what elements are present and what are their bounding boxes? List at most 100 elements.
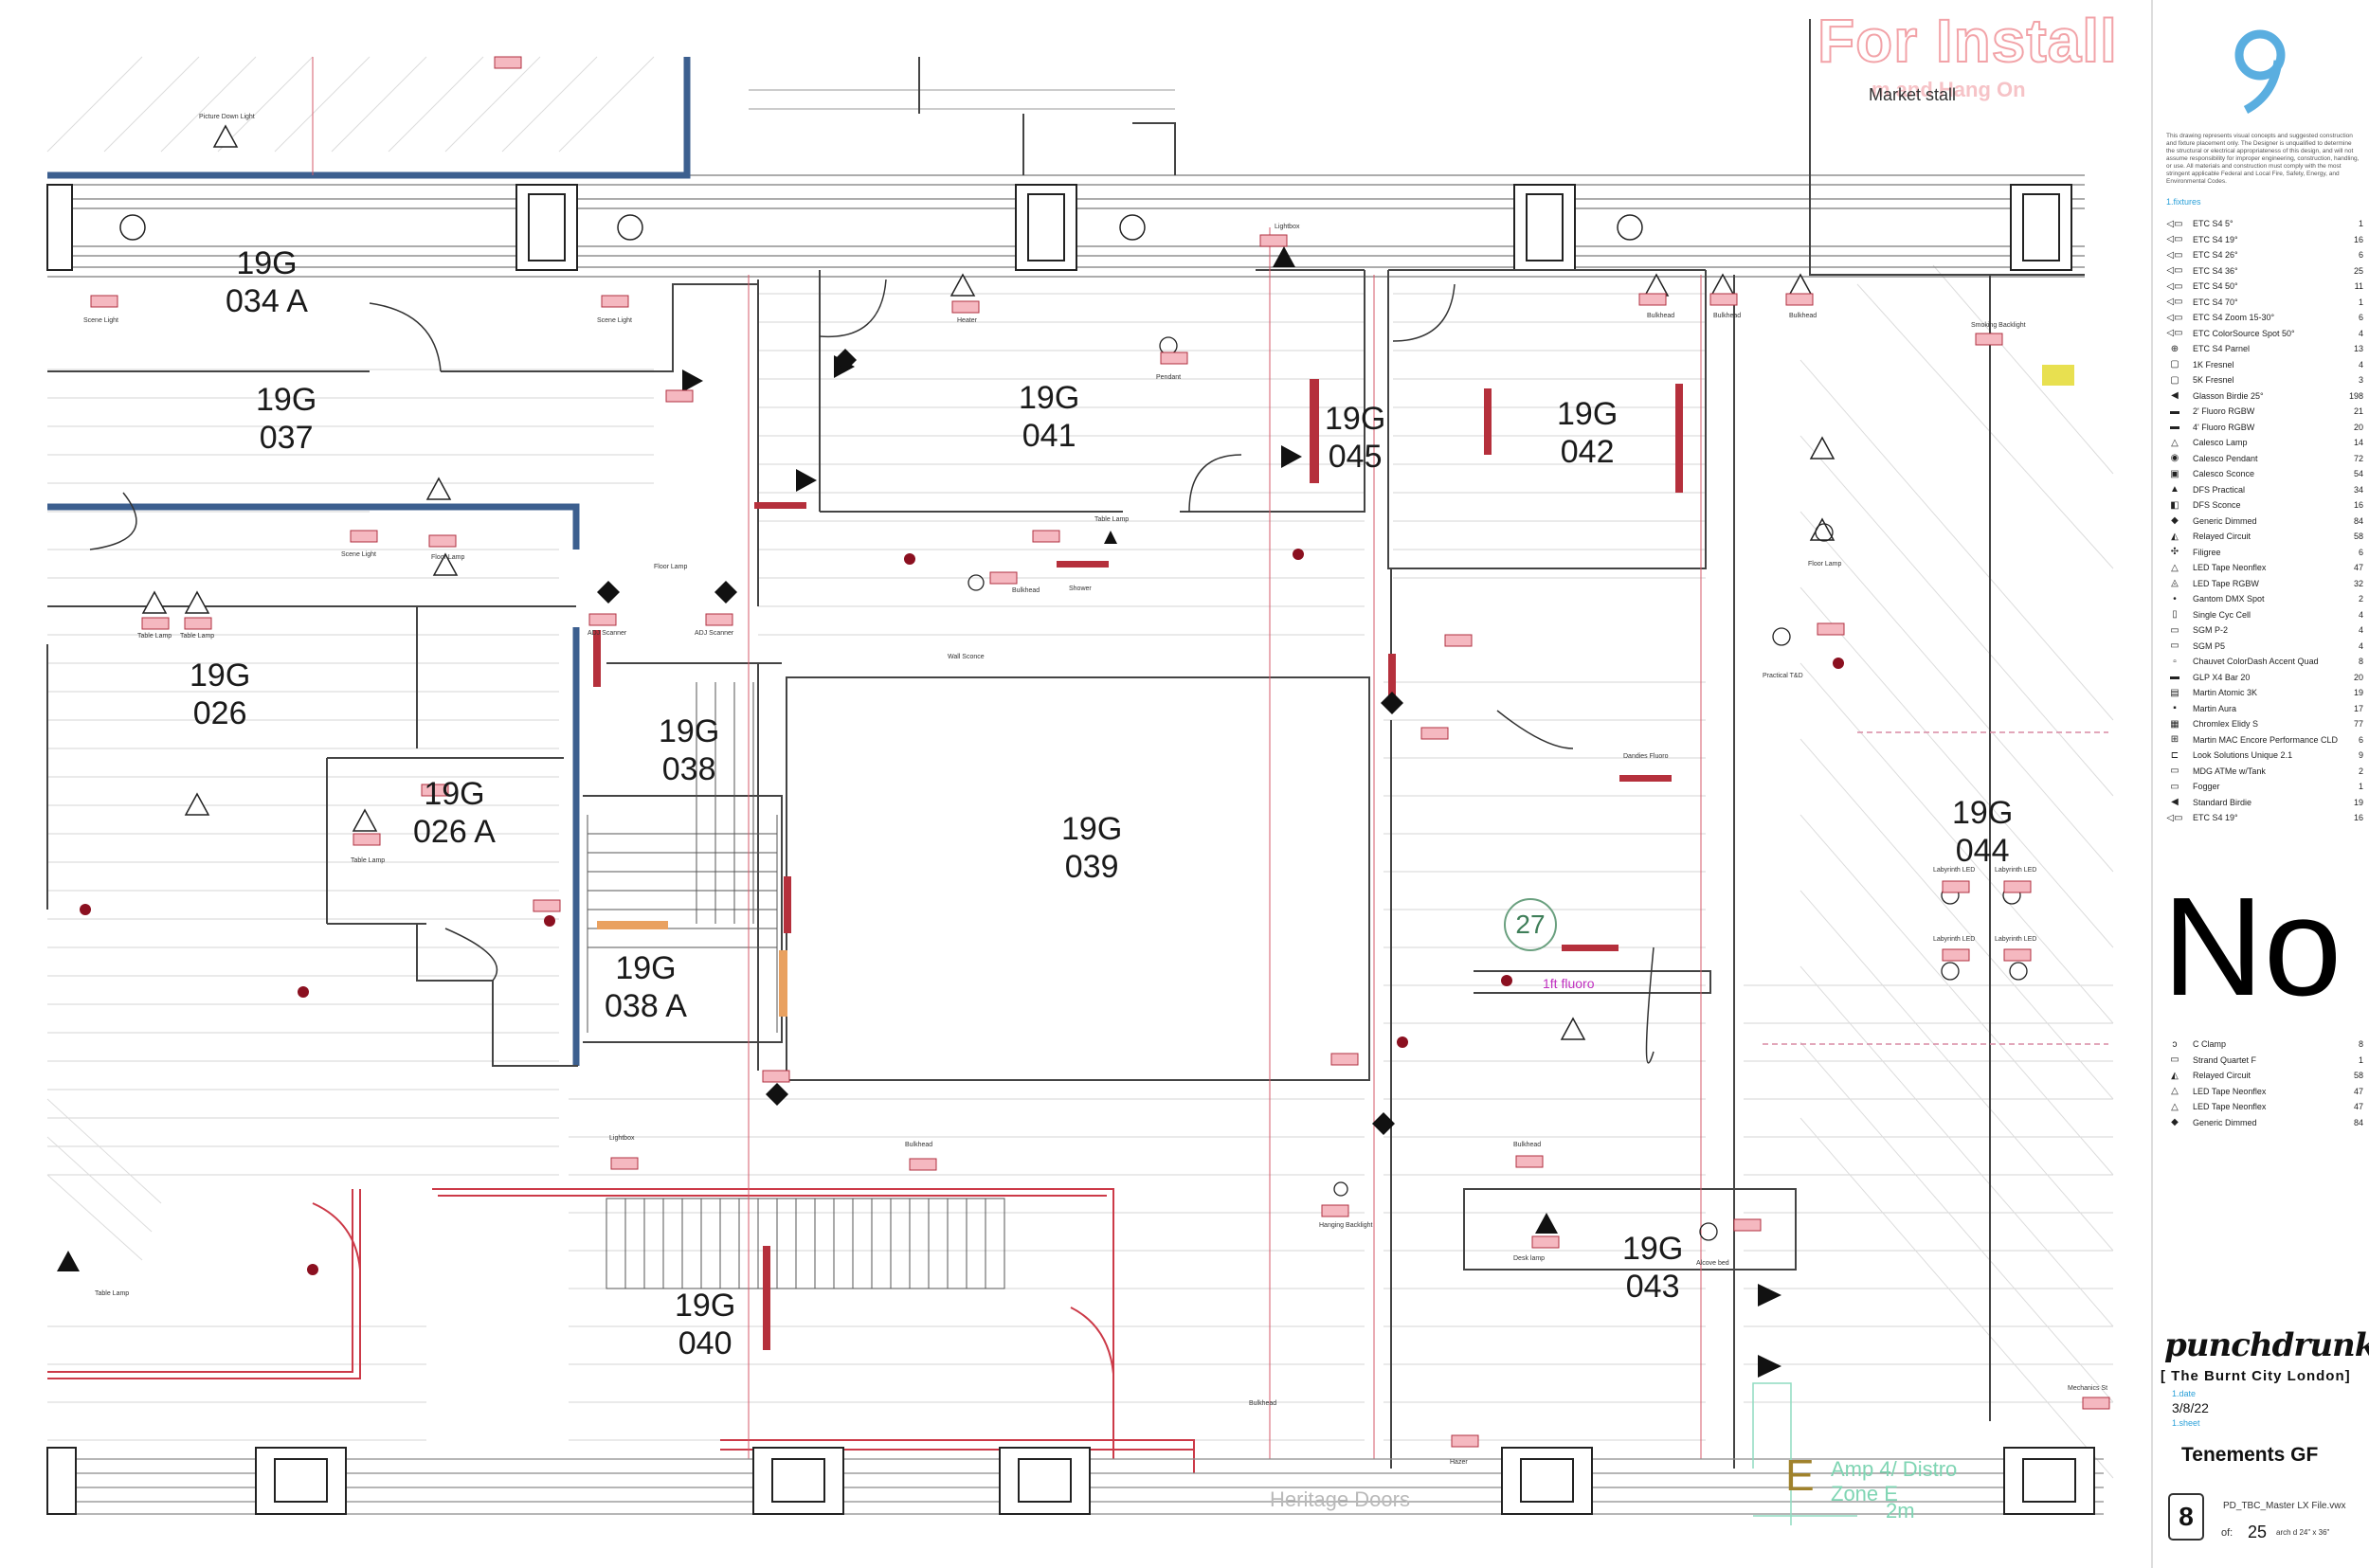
install-subtitle: m and Hang On <box>1872 78 2026 101</box>
legend-count: 77 <box>2353 719 2363 730</box>
fixture-tag: Bulkhead <box>905 1142 933 1148</box>
sheet-title: Tenements GF <box>2181 1444 2319 1466</box>
fixture-tag: ADJ Scanner <box>695 630 734 637</box>
fixture-symbols <box>57 56 2110 1448</box>
legend-label: Generic Dimmed <box>2193 515 2257 526</box>
legend-count: 32 <box>2353 578 2363 588</box>
generic-dimmed-icon: ◆ <box>2171 515 2179 527</box>
mdg-icon: ▭ <box>2170 766 2179 777</box>
fixture-tag: ADJ Scanner <box>588 630 627 637</box>
plan-drawing <box>46 19 2114 1525</box>
legend-count: 13 <box>2353 344 2363 354</box>
legend-label: ETC S4 50° <box>2193 281 2238 292</box>
legend-count: 54 <box>2353 469 2363 479</box>
paper-size: arch d 24" x 36" <box>2276 1528 2330 1537</box>
legend-count: 25 <box>2353 265 2363 276</box>
legend-label: Fogger <box>2193 782 2220 792</box>
strand-quartet-icon: ▭ <box>2170 1054 2179 1066</box>
sheet-total: 25 <box>2248 1523 2268 1541</box>
room-walls <box>46 19 2085 1469</box>
etc-s4-icon: ◁▭ <box>2166 297 2183 308</box>
floor-hatch <box>47 293 2113 1441</box>
legend-count: 16 <box>2353 234 2363 244</box>
filigree-icon: ✣ <box>2170 547 2179 558</box>
fixture-tag: Bulkhead <box>1513 1142 1542 1148</box>
fixture-tag: Lightbox <box>609 1135 635 1142</box>
fresnel-icon: ▢ <box>2170 359 2179 370</box>
etc-s4-icon: ◁▭ <box>2166 280 2183 292</box>
fixture-tag: Table Lamp <box>351 857 386 864</box>
legend-count: 11 <box>2354 281 2363 292</box>
legend-count: 2 <box>2358 594 2363 604</box>
legend-row: ◁▭ETC S4 5°1 <box>2162 216 2363 232</box>
standard-birdie-icon: ◀ <box>2171 797 2179 808</box>
fixture-tag: Heater <box>957 317 978 324</box>
market-stall-label: Market stall <box>1869 85 1957 104</box>
legend-count: 19 <box>2353 797 2363 807</box>
heritage-doors-label: Heritage Doors <box>1270 1487 1410 1511</box>
legend-label: Glasson Birdie 25° <box>2193 390 2264 401</box>
fixture-tag: Floor Lamp <box>654 564 688 570</box>
calesco-pendant-icon: ◉ <box>2170 453 2179 464</box>
legend-label: Calesco Pendant <box>2193 453 2258 463</box>
legend-count: 16 <box>2353 813 2363 823</box>
file-name: PD_TBC_Master LX File.vwx <box>2223 1501 2346 1511</box>
dfs-sconce-icon: ◧ <box>2170 499 2179 511</box>
elidy-icon: ▦ <box>2170 718 2179 730</box>
legend-label: Standard Birdie <box>2193 797 2252 807</box>
legend-label: Relayed Circuit <box>2193 532 2251 542</box>
legend-label: ETC S4 Zoom 15-30° <box>2193 313 2275 323</box>
disclaimer-text: This drawing represents visual concepts … <box>2166 133 2360 185</box>
legend-count: 4 <box>2358 625 2363 636</box>
legend-label: Relayed Circuit <box>2193 1071 2251 1081</box>
legend-label: ETC S4 70° <box>2193 297 2238 307</box>
of-label: of: <box>2221 1527 2233 1539</box>
legend-count: 47 <box>2353 1102 2363 1112</box>
legend-count: 20 <box>2353 672 2363 682</box>
fixture-tag: Wall Sconce <box>948 654 985 660</box>
legend-label: ETC ColorSource Spot 50° <box>2193 328 2295 338</box>
legend-label: Martin Atomic 3K <box>2193 688 2258 698</box>
fixtures-section-label: 1.fixtures <box>2166 197 2201 207</box>
legend-count: 6 <box>2358 547 2363 557</box>
legend-count: 8 <box>2358 657 2363 667</box>
legend-count: 6 <box>2358 313 2363 323</box>
legend-count: 58 <box>2353 532 2363 542</box>
legend-label: 1K Fresnel <box>2193 359 2234 369</box>
designer-logo-icon <box>2234 29 2286 114</box>
big-no-stamp: No <box>2162 869 2342 1025</box>
legend-count: 8 <box>2358 1039 2363 1050</box>
fixture-tag: Labyrinth LED <box>1995 867 2037 874</box>
fluoro-tubes <box>593 365 2074 1350</box>
fixture-tag: Table Lamp <box>180 633 215 640</box>
legend-label: Calesco Sconce <box>2193 469 2255 479</box>
legend-label: Calesco Lamp <box>2193 438 2248 448</box>
venue-name: [ The Burnt City London] <box>2161 1368 2351 1384</box>
legend-label: MDG ATMe w/Tank <box>2193 766 2266 776</box>
fixture-tag: Table Lamp <box>137 633 172 640</box>
etc-s4-icon: ◁▭ <box>2166 234 2183 245</box>
orange-markers <box>597 921 787 1017</box>
fixture-tag: Table Lamp <box>1094 516 1130 523</box>
legend-label: SGM P5 <box>2193 640 2226 651</box>
legend-row: ◁▭ ETC S4 50° 11 <box>2162 279 2363 295</box>
legend-label: DFS Practical <box>2193 484 2246 495</box>
